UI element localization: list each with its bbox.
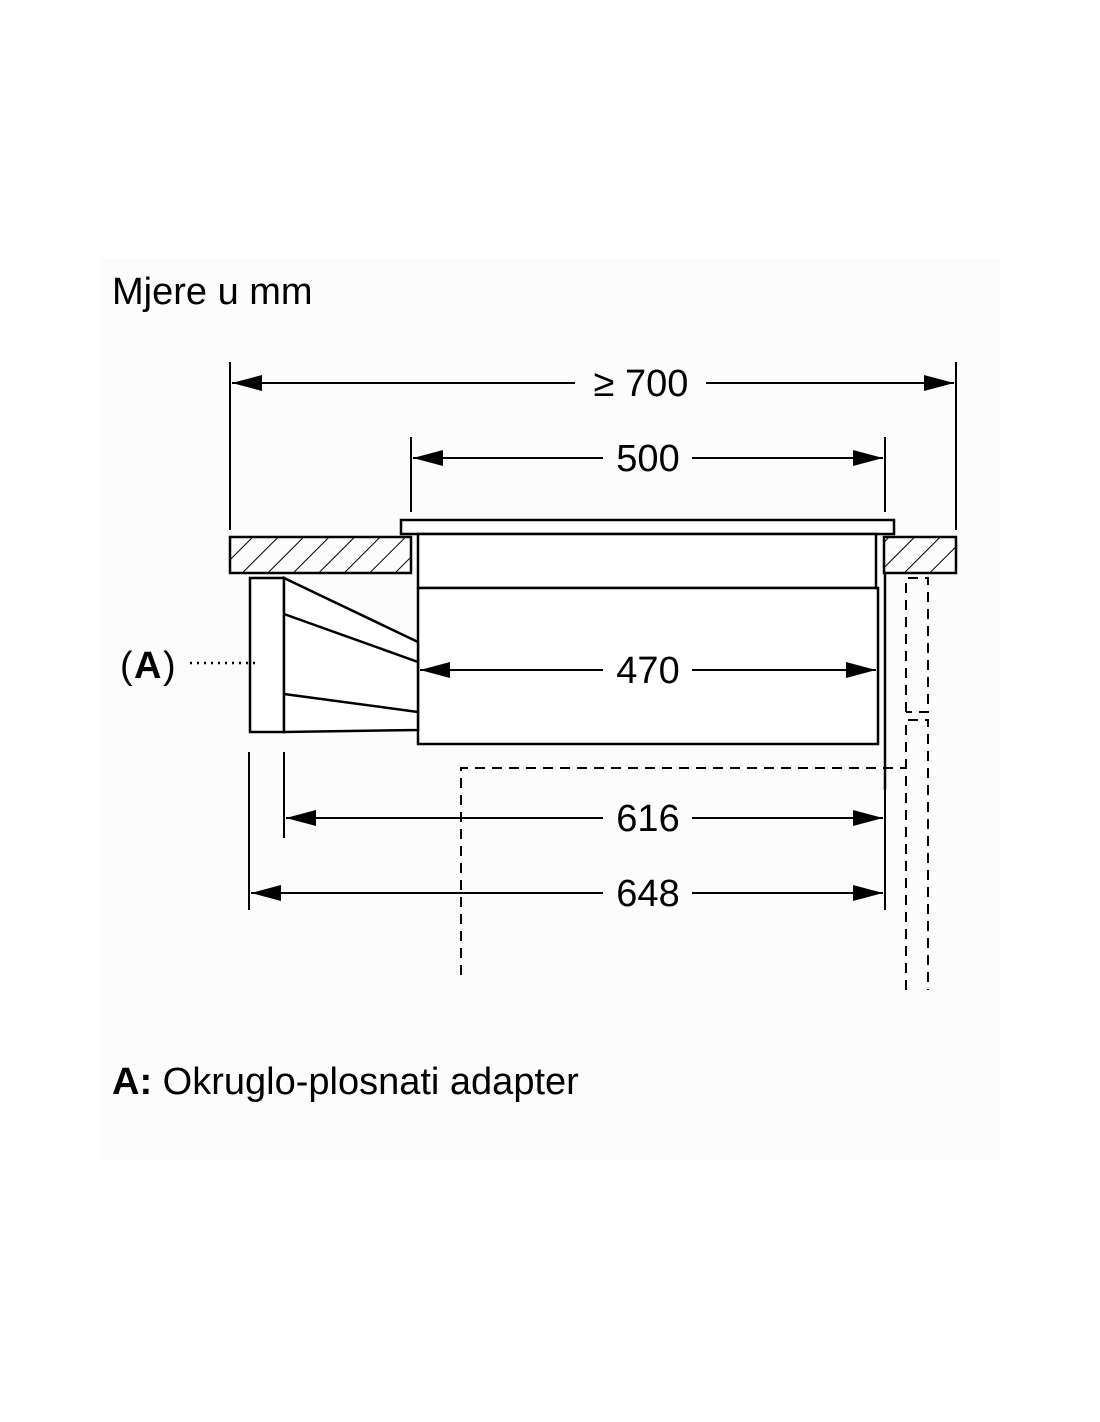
extension-lines	[229, 362, 957, 910]
legend: A: Okruglo-plosnati adapter	[112, 1060, 579, 1104]
dimension-adapter-to-unit-label: 616	[616, 798, 679, 840]
dimension-overall-cutout: ≥ 700	[232, 363, 954, 405]
dimension-adapter-to-unit: 616	[286, 798, 883, 840]
callout-close-paren: )	[163, 645, 176, 687]
worktop-left	[228, 535, 413, 575]
dimension-hob-width: 500	[413, 438, 883, 480]
hob-glass	[399, 518, 896, 536]
legend-text: Okruglo-plosnati adapter	[162, 1061, 579, 1103]
callout-open-paren: (	[120, 645, 133, 687]
legend-key: A:	[112, 1061, 153, 1103]
extractor-unit	[416, 586, 880, 746]
dimension-hob-width-label: 500	[616, 438, 679, 480]
dimension-overall-cutout-label: ≥ 700	[594, 363, 689, 405]
round-flat-adapter	[248, 576, 420, 734]
worktop-right	[882, 535, 958, 575]
dimension-adapter-total-label: 648	[616, 873, 679, 915]
dimension-unit-width: 470	[420, 650, 876, 692]
dimension-adapter-total: 648	[251, 873, 883, 915]
callout-adapter: ( A )	[120, 645, 258, 687]
callout-label: A	[134, 645, 161, 687]
dimension-unit-width-label: 470	[616, 650, 679, 692]
cabinet-outline-dashed	[460, 577, 929, 990]
page-title: Mjere u mm	[112, 271, 313, 313]
hob-housing	[416, 532, 878, 590]
